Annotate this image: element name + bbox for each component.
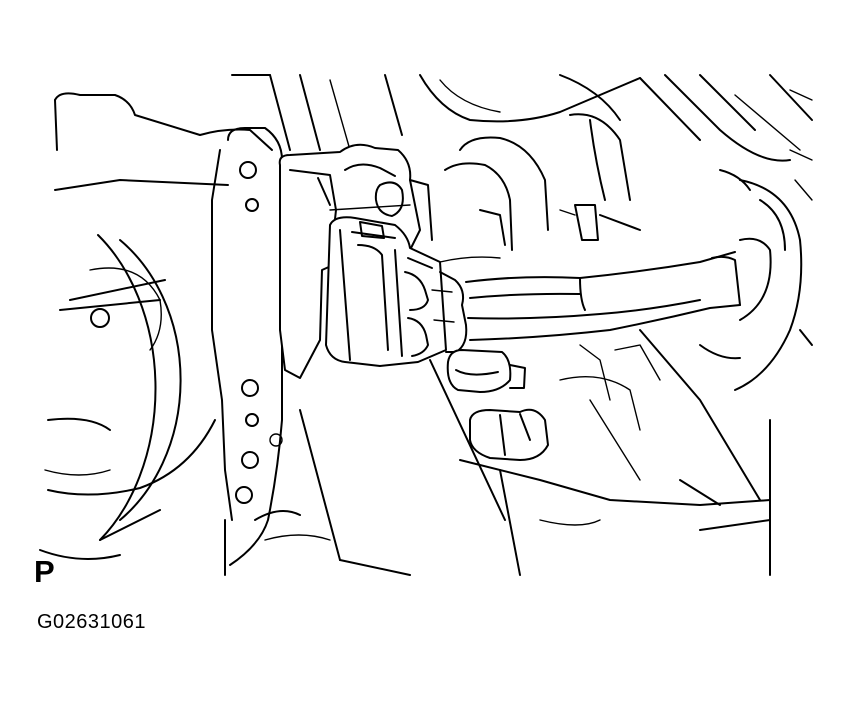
- figure-code-label: G02631061: [37, 611, 147, 633]
- wire-harness: [439, 237, 772, 341]
- lower-components: [339, 329, 771, 576]
- frame-lines: [231, 74, 813, 162]
- pulley-housing: [39, 92, 273, 560]
- mounting-flange: [211, 127, 341, 576]
- coolant-hoses: [444, 113, 813, 391]
- bracket-detail: [479, 204, 641, 246]
- electrical-connector: [325, 216, 468, 367]
- view-marker-label: P: [34, 554, 55, 589]
